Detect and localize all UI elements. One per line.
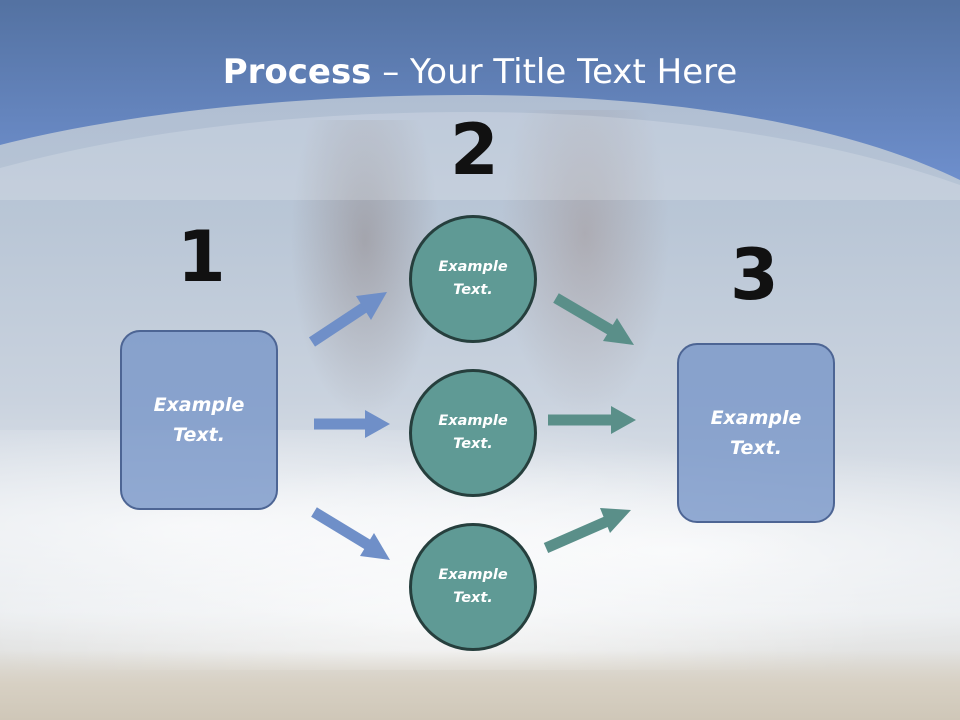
box-left-line1: Example — [153, 394, 245, 416]
circle-bottom: Example Text. — [409, 523, 537, 651]
box-left-text: Example Text. — [134, 390, 264, 450]
circle-top: Example Text. — [409, 215, 537, 343]
arrow-left-to-bottom — [311, 507, 390, 560]
circle-middle: Example Text. — [409, 369, 537, 497]
title-rest: – Your Title Text Here — [371, 52, 738, 92]
photo-sand — [0, 650, 960, 720]
box-right-line1: Example — [710, 407, 802, 429]
step-number-3: 3 — [730, 234, 779, 316]
circle-bottom-line2: Text. — [453, 590, 493, 606]
box-left: Example Text. — [120, 330, 278, 510]
arrow-top-to-right — [553, 293, 634, 345]
arrow-left-to-middle — [314, 410, 390, 438]
arrow-middle-to-right — [548, 406, 636, 434]
title-bold: Process — [222, 52, 372, 92]
box-left-line2: Text. — [173, 424, 225, 446]
circle-top-text: Example Text. — [423, 256, 523, 302]
slide-title: Process – Your Title Text Here — [0, 52, 960, 92]
box-right-text: Example Text. — [691, 403, 821, 463]
step-number-1: 1 — [177, 216, 226, 298]
circle-top-line1: Example — [438, 259, 508, 275]
circle-middle-text: Example Text. — [423, 410, 523, 456]
step-number-2: 2 — [450, 109, 499, 191]
circle-middle-line2: Text. — [453, 436, 493, 452]
arrow-left-to-top — [308, 292, 387, 347]
circle-bottom-text: Example Text. — [423, 564, 523, 610]
circle-bottom-line1: Example — [438, 567, 508, 583]
box-right: Example Text. — [677, 343, 835, 523]
header-band — [0, 0, 960, 200]
box-right-line2: Text. — [730, 437, 782, 459]
arrow-bottom-to-right — [543, 508, 631, 554]
circle-top-line2: Text. — [453, 282, 493, 298]
circle-middle-line1: Example — [438, 413, 508, 429]
